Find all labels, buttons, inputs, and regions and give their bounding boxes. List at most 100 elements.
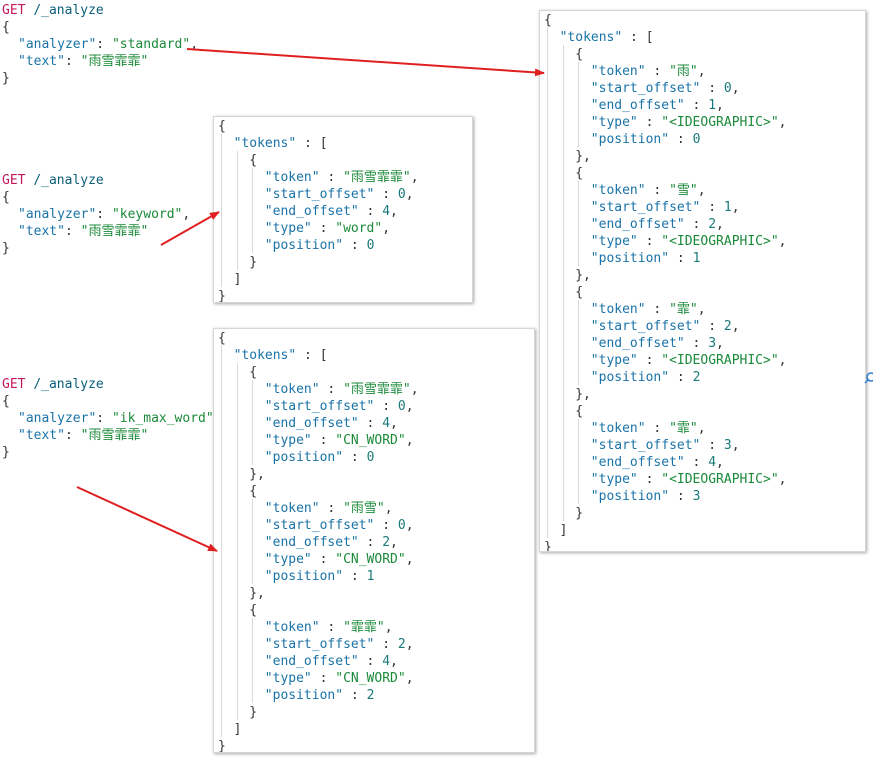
tokens-line: "tokens" : [: [234, 347, 328, 364]
comma: ,: [410, 382, 419, 397]
brace: }: [218, 739, 226, 753]
token-field-key: "type": [590, 115, 638, 130]
token-field-end-offset: "end_offset" : 4,: [591, 454, 724, 471]
indent-guide: [252, 618, 254, 703]
brace: }: [249, 255, 258, 270]
token-field-key: "token": [264, 382, 320, 397]
colon: :: [700, 438, 724, 453]
token-field-key: "start_offset": [590, 438, 701, 453]
token-field-key: "token": [264, 170, 320, 185]
token-field-end-offset: "end_offset" : 2,: [591, 216, 724, 233]
token-field-end-offset: "end_offset" : 4,: [265, 203, 398, 220]
token-field-key: "end_offset": [590, 217, 685, 232]
request-path: /_analyze: [33, 173, 104, 188]
bracket: [: [645, 30, 654, 45]
bracket: ]: [233, 272, 242, 287]
token-field-value: 1: [708, 98, 717, 113]
response-panel-standard[interactable]: {"tokens" : [{"token" : "雨","start_offse…: [539, 10, 866, 552]
array-close: ]: [234, 271, 242, 288]
token-field-key: "end_offset": [264, 416, 359, 431]
field-sep: :: [64, 224, 81, 239]
token-open: {: [249, 483, 257, 500]
request-field: "analyzer": "keyword",: [18, 206, 190, 223]
request-field: "text": "雨雪霏霏": [18, 427, 148, 444]
token-field-start-offset: "start_offset" : 2,: [265, 636, 414, 653]
response-panel-keyword[interactable]: {"tokens" : [{"token" : "雨雪霏霏","start_of…: [213, 116, 473, 303]
token-field-key: "type": [264, 221, 312, 236]
token-field-value: "CN_WORD": [335, 433, 406, 448]
token-close: }: [575, 505, 583, 522]
token-field-position: "position" : 1: [265, 568, 375, 585]
token-field-token: "token" : "雨雪",: [265, 500, 393, 517]
field-key: "text": [18, 54, 65, 69]
brace: {: [218, 119, 226, 134]
token-field-key: "start_offset": [264, 518, 375, 533]
token-field-value: 2: [382, 535, 391, 550]
token-field-value: "CN_WORD": [335, 671, 406, 686]
field-sep: :: [96, 37, 112, 52]
token-field-value: 0: [692, 132, 701, 147]
brace: {: [249, 484, 258, 499]
token-open: {: [249, 152, 257, 169]
token-close: }: [249, 704, 257, 721]
token-field-key: "token": [264, 501, 320, 516]
colon: :: [637, 115, 662, 130]
field-value: "雨雪霏霏": [80, 428, 149, 443]
token-field-key: "end_offset": [590, 455, 685, 470]
tokens-line: "tokens" : [: [560, 29, 654, 46]
colon: :: [374, 187, 398, 202]
field-sep: :: [96, 411, 112, 426]
tokens-line: "tokens" : [: [234, 135, 328, 152]
token-field-value: 0: [366, 450, 375, 465]
field-key: "analyzer": [18, 207, 97, 222]
token-open: {: [575, 284, 583, 301]
field-sep: :: [64, 54, 81, 69]
token-field-key: "position": [264, 238, 344, 253]
token-field-value: 4: [382, 204, 391, 219]
token-field-type: "type" : "CN_WORD",: [265, 432, 414, 449]
token-field-key: "end_offset": [264, 204, 359, 219]
comma: ,: [405, 399, 414, 414]
json-close: }: [218, 288, 226, 302]
array-close: ]: [234, 721, 242, 738]
token-field-key: "token": [590, 302, 646, 317]
open-brace: {: [2, 20, 10, 35]
bracket: [: [319, 348, 328, 363]
comma: ,: [405, 433, 414, 448]
arrow-to-ik-max-word-response: [76, 486, 218, 552]
comma: ,: [405, 187, 414, 202]
token-field-key: "token": [590, 421, 646, 436]
colon: :: [358, 416, 383, 431]
search-icon[interactable]: [864, 372, 873, 388]
indent-guide: [252, 380, 254, 465]
request-path: /_analyze: [33, 3, 104, 18]
token-field-key: "start_offset": [264, 637, 375, 652]
request-field: "analyzer": "standard",: [18, 36, 198, 53]
token-field-key: "start_offset": [590, 200, 701, 215]
colon: :: [684, 98, 709, 113]
brace: {: [575, 404, 584, 419]
token-field-end-offset: "end_offset" : 3,: [591, 335, 724, 352]
token-field-token: "token" : "霏霏",: [265, 619, 393, 636]
comma: ,: [405, 637, 414, 652]
colon: :: [700, 81, 724, 96]
comma: ,: [697, 302, 706, 317]
response-panel-ik-max-word[interactable]: {"tokens" : [{"token" : "雨雪霏霏","start_of…: [213, 328, 535, 753]
comma: ,: [731, 319, 740, 334]
token-field-value: "<IDEOGRAPHIC>": [661, 353, 779, 368]
token-field-position: "position" : 1: [591, 250, 701, 267]
comma: ,: [716, 98, 724, 113]
token-open: {: [575, 165, 583, 182]
token-field-token: "token" : "雨雪霏霏",: [265, 381, 419, 398]
token-field-value: "雨雪霏霏": [343, 170, 411, 185]
token-field-key: "end_offset": [264, 654, 359, 669]
indent-guide: [562, 45, 564, 521]
request-line: GET /_analyze: [2, 2, 104, 19]
json-open: {: [218, 118, 226, 135]
token-field-end-offset: "end_offset" : 4,: [265, 653, 398, 670]
token-field-value: "雨雪": [343, 501, 385, 516]
tokens-key: "tokens": [233, 136, 297, 151]
colon: :: [669, 132, 693, 147]
token-field-key: "type": [590, 234, 638, 249]
token-field-value: 1: [723, 200, 732, 215]
